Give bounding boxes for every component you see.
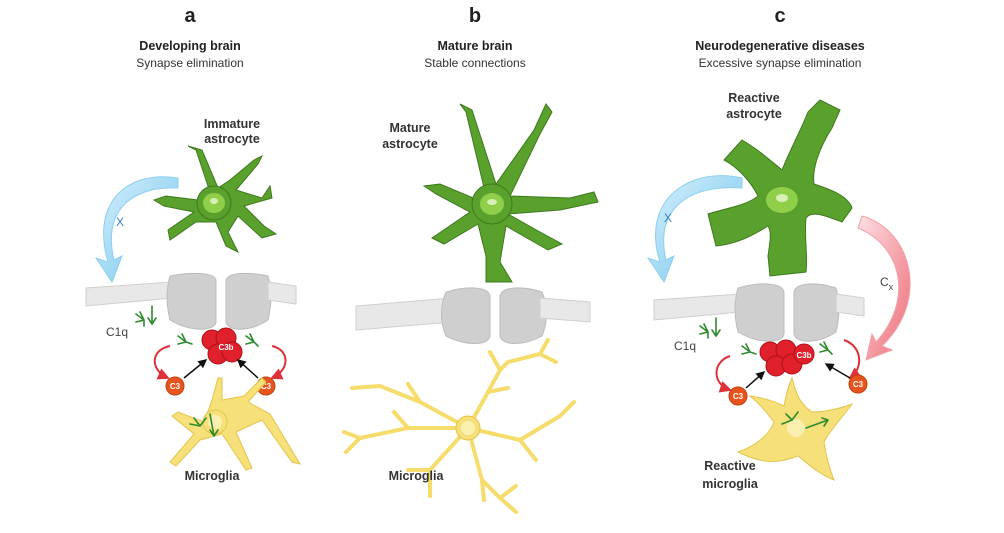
synapse-a xyxy=(85,272,297,330)
panel-b: b Mature brain Stable connections Mature… xyxy=(342,5,599,514)
c1q-molecules-c xyxy=(699,317,833,355)
c3-recruit-arrow-right-a xyxy=(270,345,287,380)
microglia-b xyxy=(342,338,576,514)
c3-recruit-arrow-right-c xyxy=(843,339,862,380)
panel-c-subtitle: Excessive synapse elimination xyxy=(699,56,862,70)
signal-cx-arrow xyxy=(857,215,911,361)
mature-astrocyte-label-1: Mature xyxy=(390,121,431,135)
c3b-label-a: C3b xyxy=(218,343,233,352)
signal-x-label-a: X xyxy=(116,215,124,229)
panel-b-subtitle: Stable connections xyxy=(424,56,525,70)
c3-left-a xyxy=(165,376,185,396)
signal-x-label-c: X xyxy=(664,211,672,225)
c3-cleave-arrow-left-a xyxy=(183,359,208,379)
c3-recruit-arrow-left-c xyxy=(715,355,732,393)
reactive-astrocyte-label-1: Reactive xyxy=(728,91,779,105)
c3b-cluster-c xyxy=(759,339,815,377)
c3-left-c xyxy=(728,386,748,406)
c1q-label-a: C1q xyxy=(106,325,128,339)
c3b-label-c: C3b xyxy=(796,351,811,360)
reactive-microglia-label-2: microglia xyxy=(702,477,759,491)
c3-left-a-label: C3 xyxy=(170,382,181,391)
panel-letter-b: b xyxy=(469,5,481,27)
signal-x-arrow-a xyxy=(94,176,179,284)
c3-cleave-arrow-right-a xyxy=(236,358,259,379)
microglia-a xyxy=(169,377,302,471)
microglia-label-a: Microglia xyxy=(185,469,241,483)
immature-astrocyte-label-1: Immature xyxy=(204,117,260,131)
c1q-molecule xyxy=(135,305,259,347)
c3-right-a-label: C3 xyxy=(261,382,272,391)
c3-left-c-label: C3 xyxy=(733,392,744,401)
c3-cleave-arrow-right-c xyxy=(824,363,851,379)
cx-label: Cx xyxy=(880,275,894,292)
panel-a-title: Developing brain xyxy=(139,39,240,53)
immature-astrocyte-label-2: astrocyte xyxy=(204,132,260,146)
panel-letter-c: c xyxy=(774,5,785,27)
synapse-b xyxy=(355,287,591,344)
reactive-astrocyte xyxy=(707,99,853,277)
c3-right-c xyxy=(848,374,868,394)
reactive-microglia-label-1: Reactive xyxy=(704,459,755,473)
panel-a: a Developing brain Synapse elimination I… xyxy=(85,5,302,483)
signal-x-arrow-c xyxy=(646,175,743,284)
reactive-microglia xyxy=(736,376,854,481)
c1q-label-c: C1q xyxy=(674,339,696,353)
mature-astrocyte xyxy=(422,103,599,283)
mature-astrocyte-label-2: astrocyte xyxy=(382,137,438,151)
microglia-label-b: Microglia xyxy=(389,469,445,483)
immature-astrocyte xyxy=(152,145,278,254)
c3b-cluster-a xyxy=(201,327,243,365)
panel-c-title: Neurodegenerative diseases xyxy=(695,39,865,53)
reactive-astrocyte-label-2: astrocyte xyxy=(726,107,782,121)
c3-recruit-arrow-left-a xyxy=(153,345,171,380)
panel-b-title: Mature brain xyxy=(437,39,512,53)
panel-letter-a: a xyxy=(184,5,196,27)
panel-c: c Neurodegenerative diseases Excessive s… xyxy=(646,5,911,491)
c3-cleave-arrow-left-c xyxy=(745,371,766,389)
panel-a-subtitle: Synapse elimination xyxy=(136,56,243,70)
c3-right-c-label: C3 xyxy=(853,380,864,389)
synapse-c xyxy=(653,283,865,342)
